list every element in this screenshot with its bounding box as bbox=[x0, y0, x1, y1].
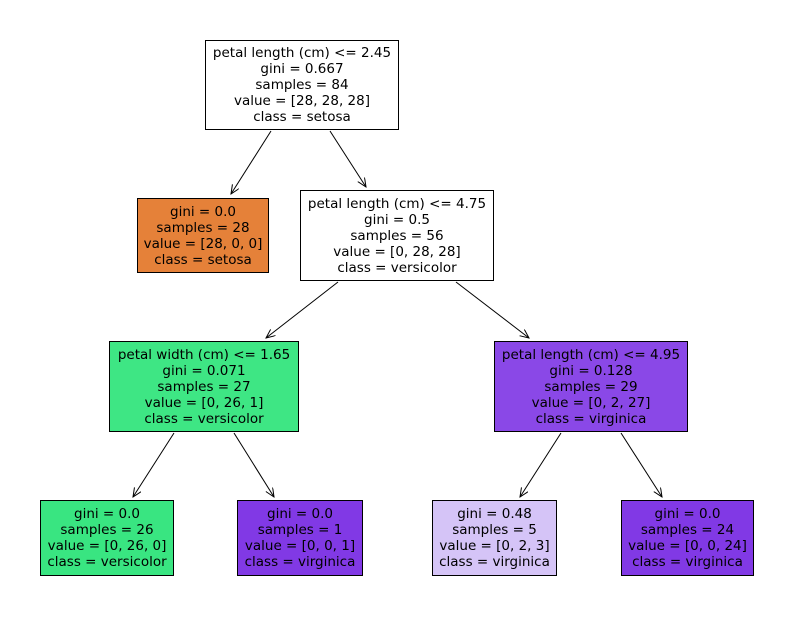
node-value: value = [28, 0, 0] bbox=[143, 235, 263, 252]
tree-node-leaf-virginica-mixed: gini = 0.48 samples = 5 value = [0, 2, 3… bbox=[432, 500, 557, 576]
node-gini: gini = 0.0 bbox=[170, 203, 236, 220]
node-gini: gini = 0.0 bbox=[267, 506, 333, 522]
node-samples: samples = 28 bbox=[156, 219, 250, 236]
node-gini: gini = 0.0 bbox=[654, 506, 721, 522]
node-gini: gini = 0.667 bbox=[260, 61, 344, 77]
edge-0-2 bbox=[329, 130, 366, 187]
node-value: value = [0, 0, 1] bbox=[244, 538, 356, 554]
node-samples: samples = 29 bbox=[544, 378, 638, 395]
node-split-rule: petal length (cm) <= 2.45 bbox=[212, 45, 392, 61]
node-split-rule: petal length (cm) <= 4.75 bbox=[307, 195, 487, 212]
node-value: value = [0, 26, 1] bbox=[144, 394, 264, 411]
node-gini: gini = 0.5 bbox=[364, 211, 430, 228]
tree-node-split-petal-width-1-65: petal width (cm) <= 1.65 gini = 0.071 sa… bbox=[109, 341, 299, 432]
node-class: class = virginica bbox=[439, 554, 550, 570]
node-value: value = [0, 0, 24] bbox=[628, 538, 747, 554]
tree-node-split-petal-length-4-95: petal length (cm) <= 4.95 gini = 0.128 s… bbox=[494, 341, 688, 432]
node-value: value = [0, 2, 3] bbox=[439, 538, 550, 554]
node-samples: samples = 84 bbox=[255, 77, 349, 93]
node-class: class = versicolor bbox=[47, 554, 167, 570]
edge-2-3 bbox=[266, 281, 339, 338]
node-value: value = [28, 28, 28] bbox=[233, 93, 370, 109]
node-samples: samples = 27 bbox=[157, 378, 251, 395]
edge-4-7 bbox=[520, 432, 562, 497]
node-gini: gini = 0.071 bbox=[162, 362, 246, 379]
node-gini: gini = 0.48 bbox=[457, 506, 532, 522]
node-class: class = virginica bbox=[244, 554, 356, 570]
node-gini: gini = 0.0 bbox=[74, 506, 140, 522]
node-value: value = [0, 26, 0] bbox=[47, 538, 167, 554]
edge-3-6 bbox=[233, 432, 274, 497]
node-class: class = versicolor bbox=[337, 259, 457, 276]
node-samples: samples = 26 bbox=[60, 522, 154, 538]
node-gini: gini = 0.128 bbox=[549, 362, 633, 379]
node-class: class = virginica bbox=[632, 554, 743, 570]
node-class: class = setosa bbox=[253, 109, 351, 125]
node-samples: samples = 5 bbox=[452, 522, 537, 538]
node-class: class = setosa bbox=[154, 251, 252, 268]
node-value: value = [0, 28, 28] bbox=[333, 243, 461, 260]
node-samples: samples = 24 bbox=[640, 522, 735, 538]
tree-node-leaf-versicolor: gini = 0.0 samples = 26 value = [0, 26, … bbox=[40, 500, 174, 576]
node-samples: samples = 56 bbox=[350, 227, 444, 244]
node-class: class = virginica bbox=[535, 410, 647, 427]
node-value: value = [0, 2, 27] bbox=[531, 394, 651, 411]
tree-node-leaf-virginica-1: gini = 0.0 samples = 1 value = [0, 0, 1]… bbox=[237, 500, 363, 576]
tree-node-root: petal length (cm) <= 2.45 gini = 0.667 s… bbox=[205, 40, 399, 130]
edge-3-5 bbox=[133, 432, 175, 497]
node-split-rule: petal length (cm) <= 4.95 bbox=[501, 346, 681, 363]
tree-node-split-petal-length-4-75: petal length (cm) <= 4.75 gini = 0.5 sam… bbox=[300, 190, 494, 281]
edge-4-8 bbox=[620, 432, 662, 497]
edge-2-4 bbox=[455, 281, 529, 338]
node-class: class = versicolor bbox=[144, 410, 264, 427]
edge-0-1 bbox=[231, 130, 272, 194]
node-samples: samples = 1 bbox=[257, 522, 343, 538]
tree-node-leaf-virginica-24: gini = 0.0 samples = 24 value = [0, 0, 2… bbox=[621, 500, 754, 576]
node-split-rule: petal width (cm) <= 1.65 bbox=[117, 346, 291, 363]
tree-node-leaf-setosa: gini = 0.0 samples = 28 value = [28, 0, … bbox=[137, 198, 269, 273]
